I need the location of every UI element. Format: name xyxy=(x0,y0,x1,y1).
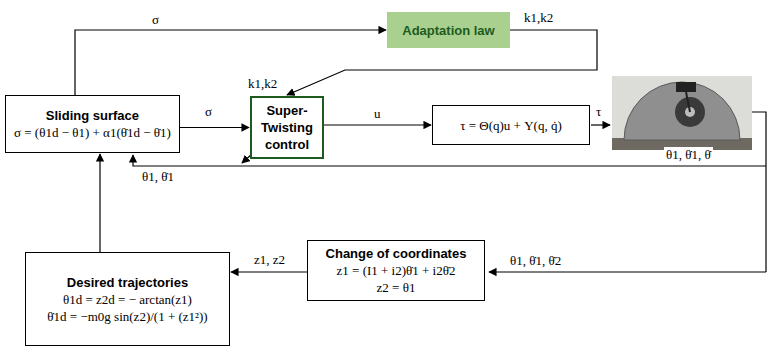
trajectory-box: Desired trajectoriesθ1d = z2d = − arctan… xyxy=(25,252,230,346)
pendulum-photo xyxy=(612,76,752,150)
signal-name: θ1, θ̇1, θ̇2 xyxy=(508,253,563,269)
signal-name: σ xyxy=(203,104,214,120)
signal-name: u xyxy=(372,106,383,122)
formula-text: τ = Θ(q)u + Υ(q, q̇) xyxy=(460,117,561,134)
signal-arrow xyxy=(180,127,249,128)
box-heading: Change of coordinates xyxy=(326,245,467,262)
torque-box: τ = Θ(q)u + Υ(q, q̇) xyxy=(432,105,590,145)
signal-name: θ1, θ̇1, θ̇ xyxy=(664,147,713,163)
formula-text: z2 = θ1 xyxy=(377,279,416,296)
box-heading: Adaptation law xyxy=(402,22,494,39)
formula-text: z1 = (I1 + i2)θ̇1 + i2θ̇2 xyxy=(337,262,456,279)
adaptation-box: Adaptation law xyxy=(387,12,510,48)
signal-arrow xyxy=(231,271,307,272)
signal-name: z1, z2 xyxy=(252,252,287,268)
output-wire xyxy=(752,112,766,272)
formula-text: θ̇1d = −m0g sin(z2)/(1 + (z1²)) xyxy=(47,308,207,325)
signal-name: k1,k2 xyxy=(522,10,555,26)
signal-name: τ xyxy=(594,104,603,120)
box-heading: Desired trajectories xyxy=(67,274,188,291)
controller-box: Super-Twisting control xyxy=(250,96,324,159)
box-heading: Super-Twisting control xyxy=(261,102,313,153)
signal-arrow xyxy=(99,154,100,252)
signal-arrow xyxy=(75,30,386,95)
torque-wire xyxy=(591,124,610,125)
signal-name: k1,k2 xyxy=(246,76,279,92)
formula-text: σ = (θ1d − θ1) + α1(θ̇1d − θ̇1) xyxy=(14,124,171,141)
signal-arrow xyxy=(324,124,431,125)
formula-text: θ1d = z2d = − arctan(z1) xyxy=(63,291,192,308)
signal-name: θ1, θ̇1 xyxy=(140,169,176,185)
state-wire xyxy=(489,271,766,272)
signal-name: σ xyxy=(150,12,161,28)
sliding-surface-box: Sliding surfaceσ = (θ1d − θ1) + α1(θ̇1d … xyxy=(5,95,180,153)
coordinate-box: Change of coordinatesz1 = (I1 + i2)θ̇1 +… xyxy=(307,240,485,301)
box-heading: Sliding surface xyxy=(46,107,139,124)
